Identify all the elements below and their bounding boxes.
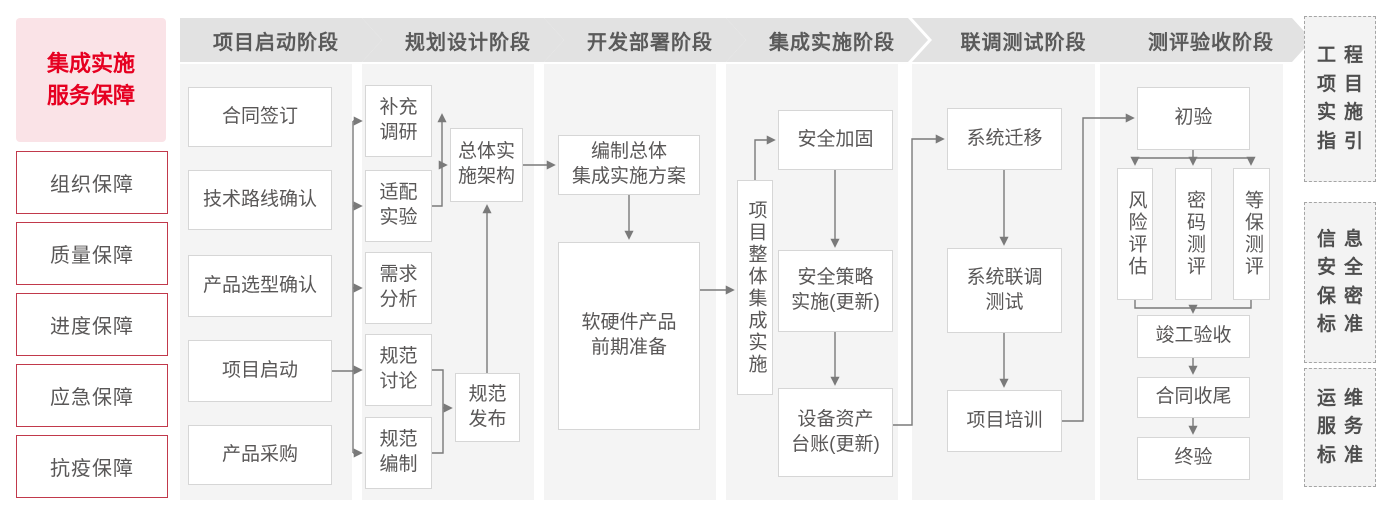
phase-header-project-kickoff: 项目启动阶段 [180,18,382,62]
node-risk-assessment: 风险评估 [1117,168,1153,300]
guarantee-quality: 质量保障 [16,222,168,285]
node-project-training: 项目培训 [947,390,1062,452]
guarantee-pandemic: 抗疫保障 [16,435,168,498]
node-contract-signing: 合同签订 [188,87,332,147]
node-crypto-evaluation: 密码测评 [1175,168,1212,300]
node-security-hardening: 安全加固 [778,110,893,170]
phase-header-dev-deployment: 开发部署阶段 [544,18,746,62]
phase-header-integration-impl: 集成实施阶段 [726,18,928,62]
node-tech-route-confirm: 技术路线确认 [188,170,332,230]
phase-header-eval-acceptance: 测评验收阶段 [1100,18,1312,62]
phase-header-planning-design: 规划设计阶段 [362,18,564,62]
node-asset-ledger-update: 设备资产 台账(更新) [778,388,893,477]
node-completion-acceptance: 竣工验收 [1137,315,1250,358]
guarantee-organization: 组织保障 [16,151,168,214]
node-overall-impl-architecture: 总体实 施架构 [450,128,523,202]
node-adaptation-test: 适配 实验 [365,170,432,242]
guarantee-emergency: 应急保障 [16,364,168,427]
node-project-kickoff: 项目启动 [188,340,332,402]
node-product-procurement: 产品采购 [188,425,332,485]
node-contract-closure: 合同收尾 [1137,377,1250,418]
standard-engineering-guide: 工程 项目 实施 指引 [1304,16,1376,182]
node-spec-discussion: 规范 讨论 [365,334,432,406]
standard-om-service: 运维 服务 标准 [1304,368,1376,487]
node-requirement-analysis: 需求 分析 [365,252,432,324]
node-supplement-research: 补充 调研 [365,85,432,157]
phase-header-joint-testing: 联调测试阶段 [912,18,1125,62]
node-joint-debugging-test: 系统联调 测试 [947,248,1062,333]
node-system-migration: 系统迁移 [947,108,1062,170]
page-title: 集成实施 服务保障 [16,18,166,142]
node-initial-acceptance: 初验 [1137,87,1250,150]
standard-infosec-confidentiality: 信息 安全 保密 标准 [1304,202,1376,363]
node-spec-compilation: 规范 编制 [365,417,432,489]
node-security-policy-impl: 安全策略 实施(更新) [778,250,893,332]
node-hw-sw-preparation: 软硬件产品 前期准备 [558,242,700,430]
node-product-selection-confirm: 产品选型确认 [188,255,332,317]
node-overall-integration-plan: 编制总体 集成实施方案 [558,135,700,195]
node-final-acceptance: 终验 [1137,437,1250,480]
guarantee-schedule: 进度保障 [16,293,168,356]
node-spec-release: 规范 发布 [455,373,520,442]
node-classified-protection-eval: 等保测评 [1233,168,1270,300]
node-overall-project-integration: 项目整体集成实施 [737,180,773,395]
